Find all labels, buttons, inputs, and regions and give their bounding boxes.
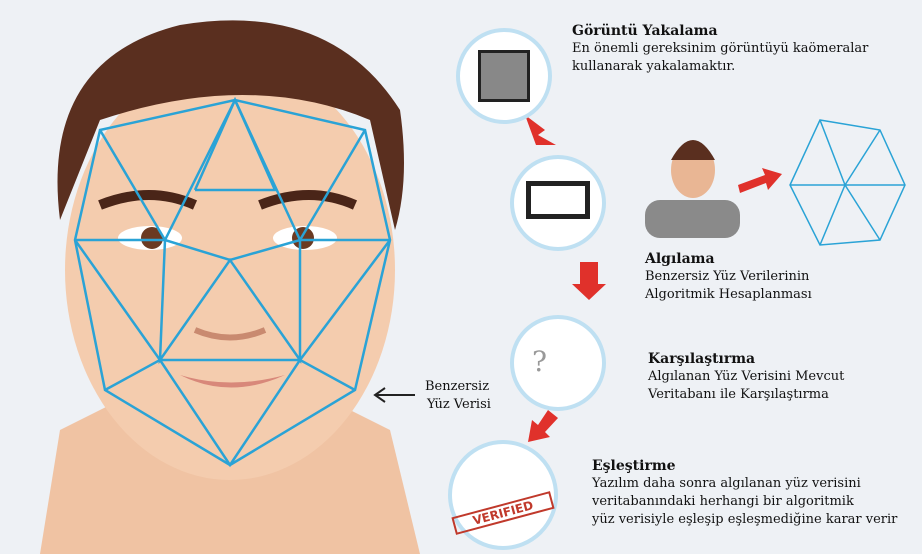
hair: [57, 20, 404, 230]
verified-step-icon: VERIFIED: [448, 440, 558, 550]
face-mesh: [73, 96, 392, 468]
camera-step-icon: [456, 28, 552, 124]
computer-step-icon: [510, 155, 606, 251]
compare-step-icon: ?: [510, 315, 606, 411]
person-photo-icon: [645, 140, 740, 238]
flow-arrows: [525, 115, 782, 442]
pointer-arrow-icon: [373, 387, 415, 403]
mesh-model-icon: [789, 119, 906, 246]
verified-stamp: VERIFIED: [451, 491, 555, 535]
